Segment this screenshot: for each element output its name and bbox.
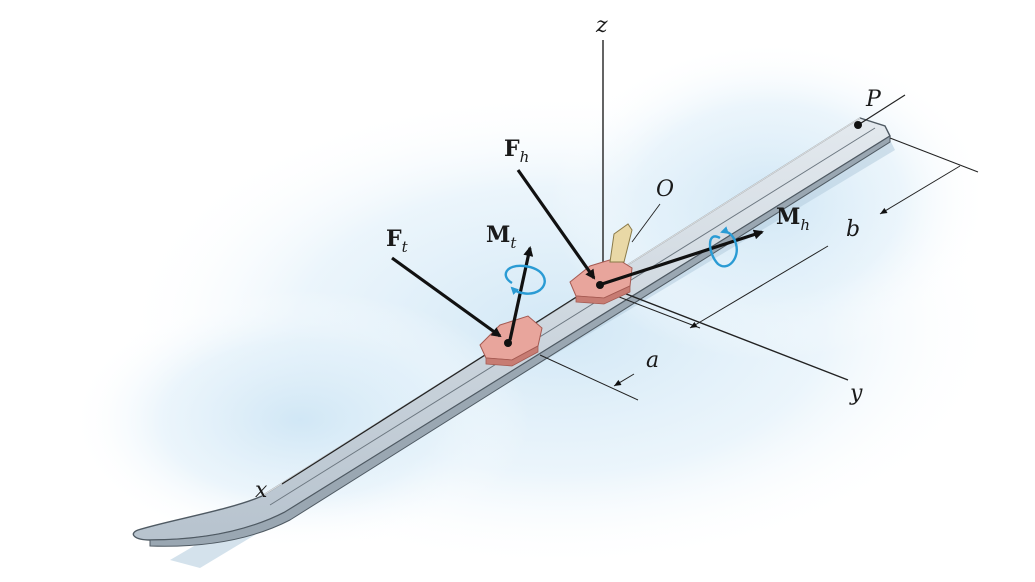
moment-mh-label: Mh <box>776 204 810 234</box>
p-line <box>857 94 906 126</box>
y-axis <box>602 284 849 381</box>
origin-leader <box>631 203 661 243</box>
dimension-a <box>539 354 639 401</box>
point-p-label: P <box>865 87 882 112</box>
origin-label: O <box>656 177 674 202</box>
toe-point <box>504 339 512 347</box>
x-axis-label: x <box>255 478 268 503</box>
dimension-b-label: b <box>846 217 860 242</box>
x-axis <box>281 281 601 485</box>
moment-mt-rotation <box>504 264 546 296</box>
force-fh-arrow <box>516 169 596 280</box>
dimension-b <box>613 137 979 329</box>
force-ft-label: Ft <box>386 226 409 256</box>
point-p <box>854 121 862 129</box>
moment-mt-label: Mt <box>486 222 517 252</box>
y-axis-label: y <box>849 381 863 406</box>
heel-binding <box>569 223 633 305</box>
moment-mh-rotation <box>708 226 738 268</box>
dimension-a-label: a <box>646 348 659 373</box>
force-fh-label: Fh <box>504 136 529 166</box>
moment-mt-arrow <box>508 246 534 341</box>
z-axis-label: z <box>595 13 608 38</box>
force-ft-arrow <box>391 256 502 338</box>
